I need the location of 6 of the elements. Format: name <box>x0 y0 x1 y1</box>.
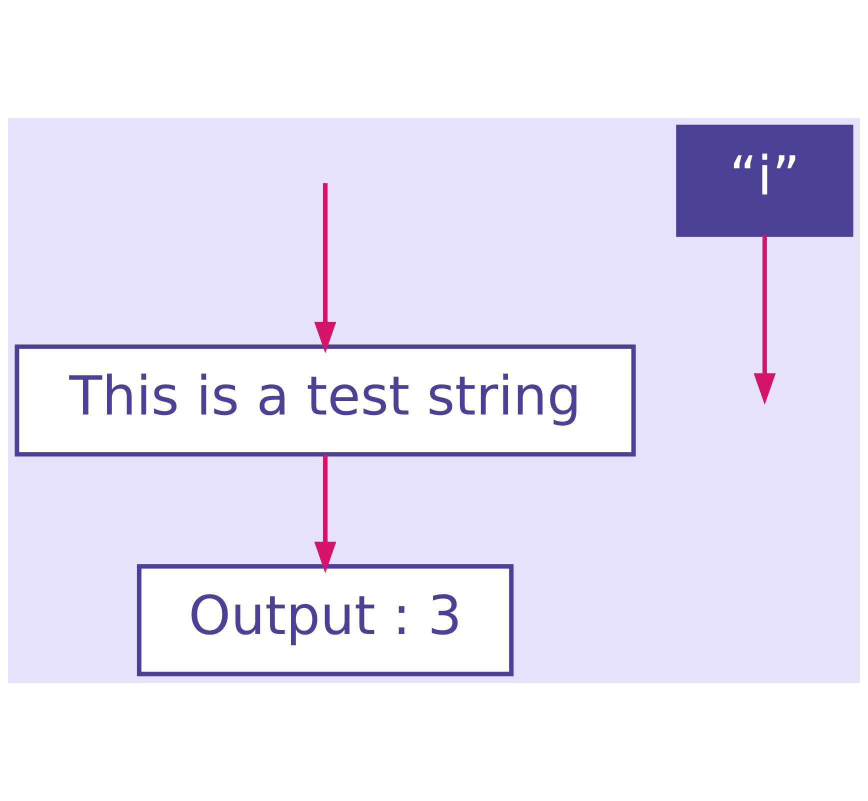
node-box: Output : 3 <box>136 564 514 676</box>
arrow <box>314 183 336 354</box>
arrow <box>314 454 336 574</box>
arrow <box>754 235 776 405</box>
node-box: “i” <box>676 124 854 237</box>
node-box: This is a test string <box>14 344 636 457</box>
